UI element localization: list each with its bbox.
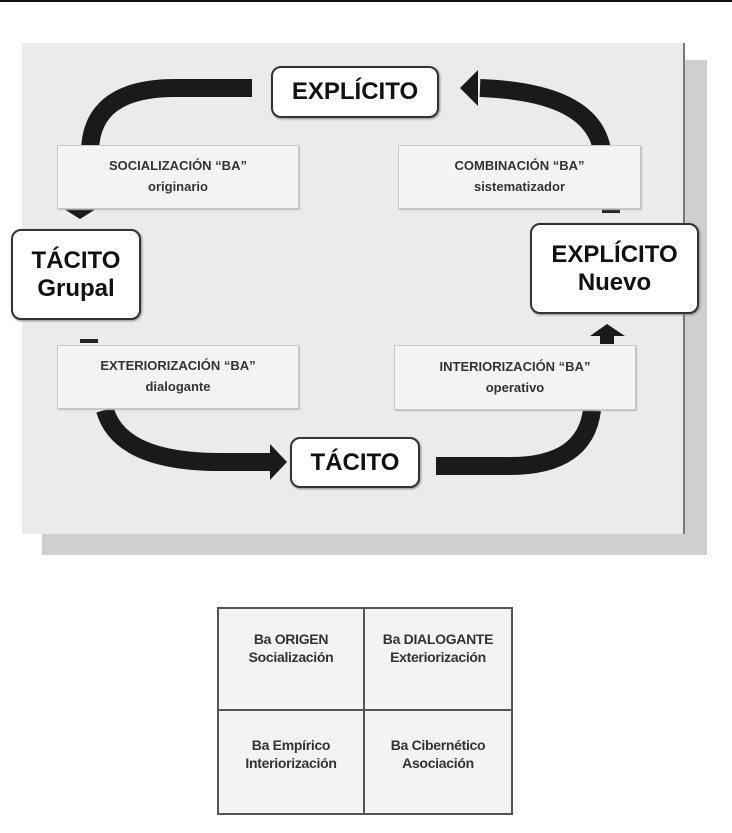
node-label: EXPLÍCITO: [551, 240, 678, 268]
arrowhead-left-icon: [460, 70, 478, 106]
node-explicit-top: EXPLÍCITO: [271, 66, 439, 118]
node-tacit-group: TÁCITO Grupal: [11, 229, 141, 320]
cell-subtitle: Socialización: [248, 648, 334, 665]
top-rule: [0, 0, 732, 2]
node-label: TÁCITO: [310, 448, 400, 476]
ba-table-cell: Ba DIALOGANTE Exteriorización: [365, 609, 511, 711]
node-label: EXPLÍCITO: [291, 78, 419, 106]
arrow-top-left: [81, 79, 252, 151]
arrowhead-up-icon: [590, 324, 625, 344]
node-sublabel: Nuevo: [577, 268, 652, 296]
cell-title: Ba Cibernético: [390, 737, 486, 753]
arrowhead-right-icon: [270, 444, 287, 480]
ba-table-cell: Ba Empírico Interiorización: [219, 711, 365, 813]
ba-table: Ba ORIGEN Socialización Ba DIALOGANTE Ex…: [217, 607, 513, 815]
cell-title: Ba ORIGEN: [253, 631, 329, 647]
ba-subtitle: sistematizador: [473, 179, 566, 194]
ba-title: SOCIALIZACIÓN “BA”: [109, 158, 247, 174]
ba-table-cell: Ba ORIGEN Socialización: [219, 609, 365, 711]
ba-title: COMBINACIÓN “BA”: [454, 158, 585, 174]
cell-title: Ba DIALOGANTE: [382, 631, 494, 647]
arrowhead-down-icon: [64, 209, 96, 219]
cell-subtitle: Exteriorización: [390, 648, 486, 665]
node-label: TÁCITO: [31, 246, 121, 274]
arrow-bottom-right: [436, 408, 601, 475]
ba-title: INTERIORIZACIÓN “BA”: [439, 358, 591, 374]
dash-mark-left: [80, 339, 98, 343]
ba-internalization: INTERIORIZACIÓN “BA” operativo: [394, 345, 636, 410]
ba-title: EXTERIORIZACIÓN “BA”: [100, 358, 256, 374]
node-tacit-bottom: TÁCITO: [290, 437, 420, 488]
arrow-bottom-left: [96, 407, 272, 471]
cell-title: Ba Empírico: [251, 737, 331, 753]
ba-socialization: SOCIALIZACIÓN “BA” originario: [57, 145, 299, 209]
ba-subtitle: dialogante: [145, 379, 211, 394]
ba-combination: COMBINACIÓN “BA” sistematizador: [398, 145, 641, 209]
cell-subtitle: Interiorización: [245, 754, 337, 771]
arrow-top-right: [479, 79, 611, 153]
ba-subtitle: originario: [148, 179, 208, 194]
cell-subtitle: Asociación: [402, 754, 474, 771]
ba-table-cell: Ba Cibernético Asociación: [365, 711, 511, 813]
ba-externalization: EXTERIORIZACIÓN “BA” dialogante: [57, 345, 299, 409]
node-explicit-new: EXPLÍCITO Nuevo: [530, 223, 699, 314]
dash-mark-right: [602, 209, 620, 213]
node-sublabel: Grupal: [37, 274, 115, 302]
ba-subtitle: operativo: [485, 379, 545, 395]
